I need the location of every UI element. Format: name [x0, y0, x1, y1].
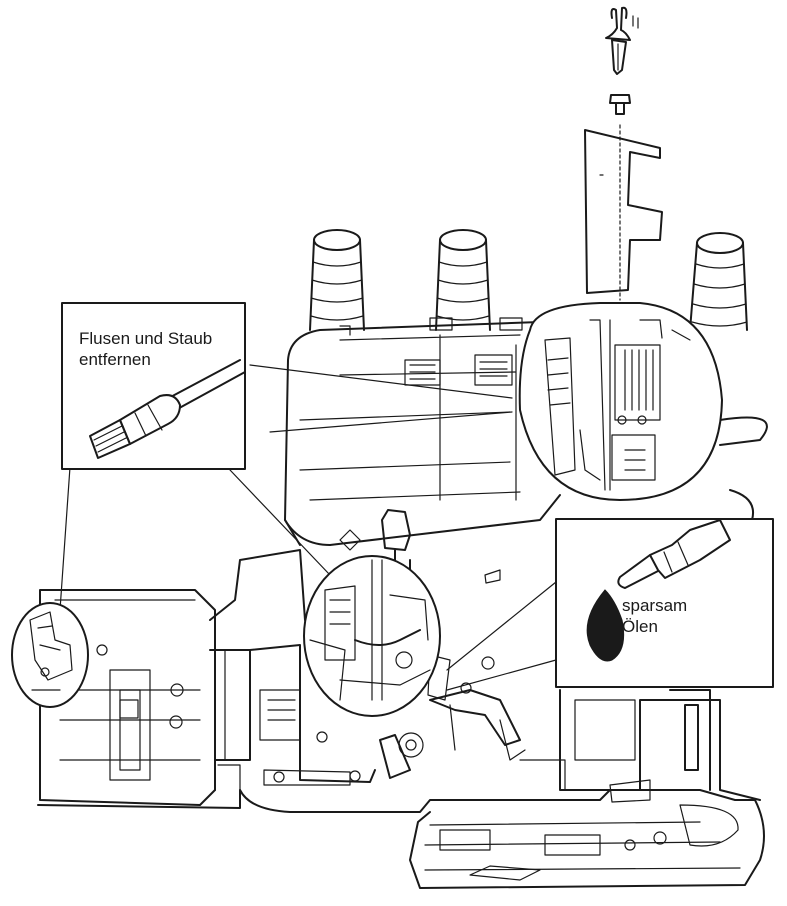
oil-label-line1: sparsam [622, 596, 688, 615]
oil-drop-icon [586, 589, 625, 662]
lint-label-line1: Flusen und Staub [79, 329, 213, 348]
brush-icon [89, 359, 246, 459]
oil-can-icon [617, 519, 731, 589]
oil-callout-box [446, 518, 774, 691]
detail-magnifier-upper [249, 302, 723, 501]
oil-label-line2: Ölen [622, 617, 658, 636]
thread-cone-middle [435, 229, 491, 331]
thread-cones [309, 229, 748, 331]
lint-label-line2: entfernen [79, 350, 151, 369]
lint-removal-label: Flusen und Staub entfernen [79, 328, 249, 370]
screw-icon [609, 94, 631, 115]
thread-cone-left [309, 229, 365, 331]
detail-magnifier-center [303, 555, 441, 717]
thread-cone-right [689, 232, 748, 331]
serger-machine-body [37, 317, 768, 889]
cover-plate [584, 124, 663, 301]
detail-magnifier-left [11, 602, 89, 708]
screwdriver-icon [605, 6, 639, 75]
